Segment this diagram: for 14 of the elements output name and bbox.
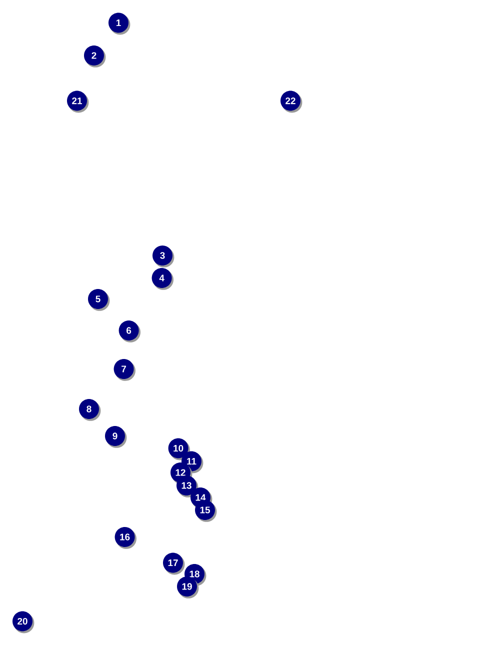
- callout-number: 16: [114, 527, 136, 549]
- callout-number: 22: [280, 90, 302, 113]
- callout-number: 5: [88, 289, 110, 311]
- callout-number: 2: [84, 46, 106, 68]
- callout-number: 20: [12, 611, 34, 634]
- callout-number: 3: [152, 246, 174, 268]
- callout-number: 9: [105, 426, 127, 448]
- callout-number: 17: [163, 552, 185, 575]
- callout-number: 7: [114, 359, 136, 381]
- callout-number: 4: [152, 268, 174, 290]
- callout-number: 1: [108, 12, 130, 35]
- callout-number: 21: [67, 90, 89, 113]
- callout-number: 6: [118, 320, 140, 342]
- callout-number: 8: [79, 399, 101, 421]
